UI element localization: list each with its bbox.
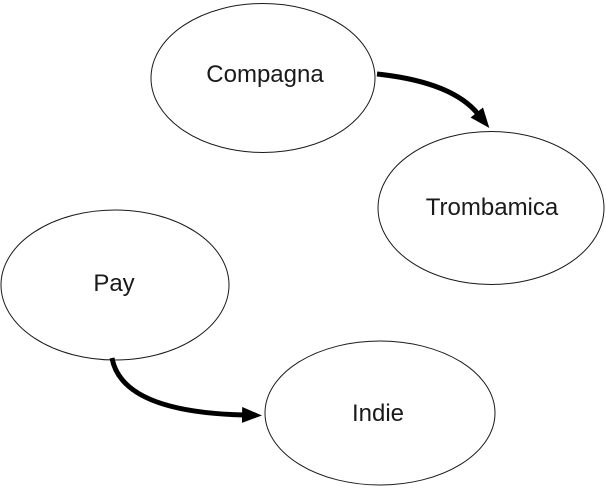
node-pay-ellipse (0, 209, 230, 361)
edge-pay-to-indie-arrow (109, 357, 262, 423)
node-compagna-ellipse (150, 3, 376, 153)
node-label-pay: Pay (93, 269, 135, 297)
node-label-trombamica: Trombamica (425, 193, 559, 221)
node-label-compagna: Compagna (206, 60, 324, 88)
node-indie-ellipse (264, 340, 496, 486)
node-label-indie: Indie (351, 399, 405, 427)
edge-compagna-to-trombamica-arrow (376, 71, 490, 128)
node-trombamica-ellipse (377, 131, 605, 285)
